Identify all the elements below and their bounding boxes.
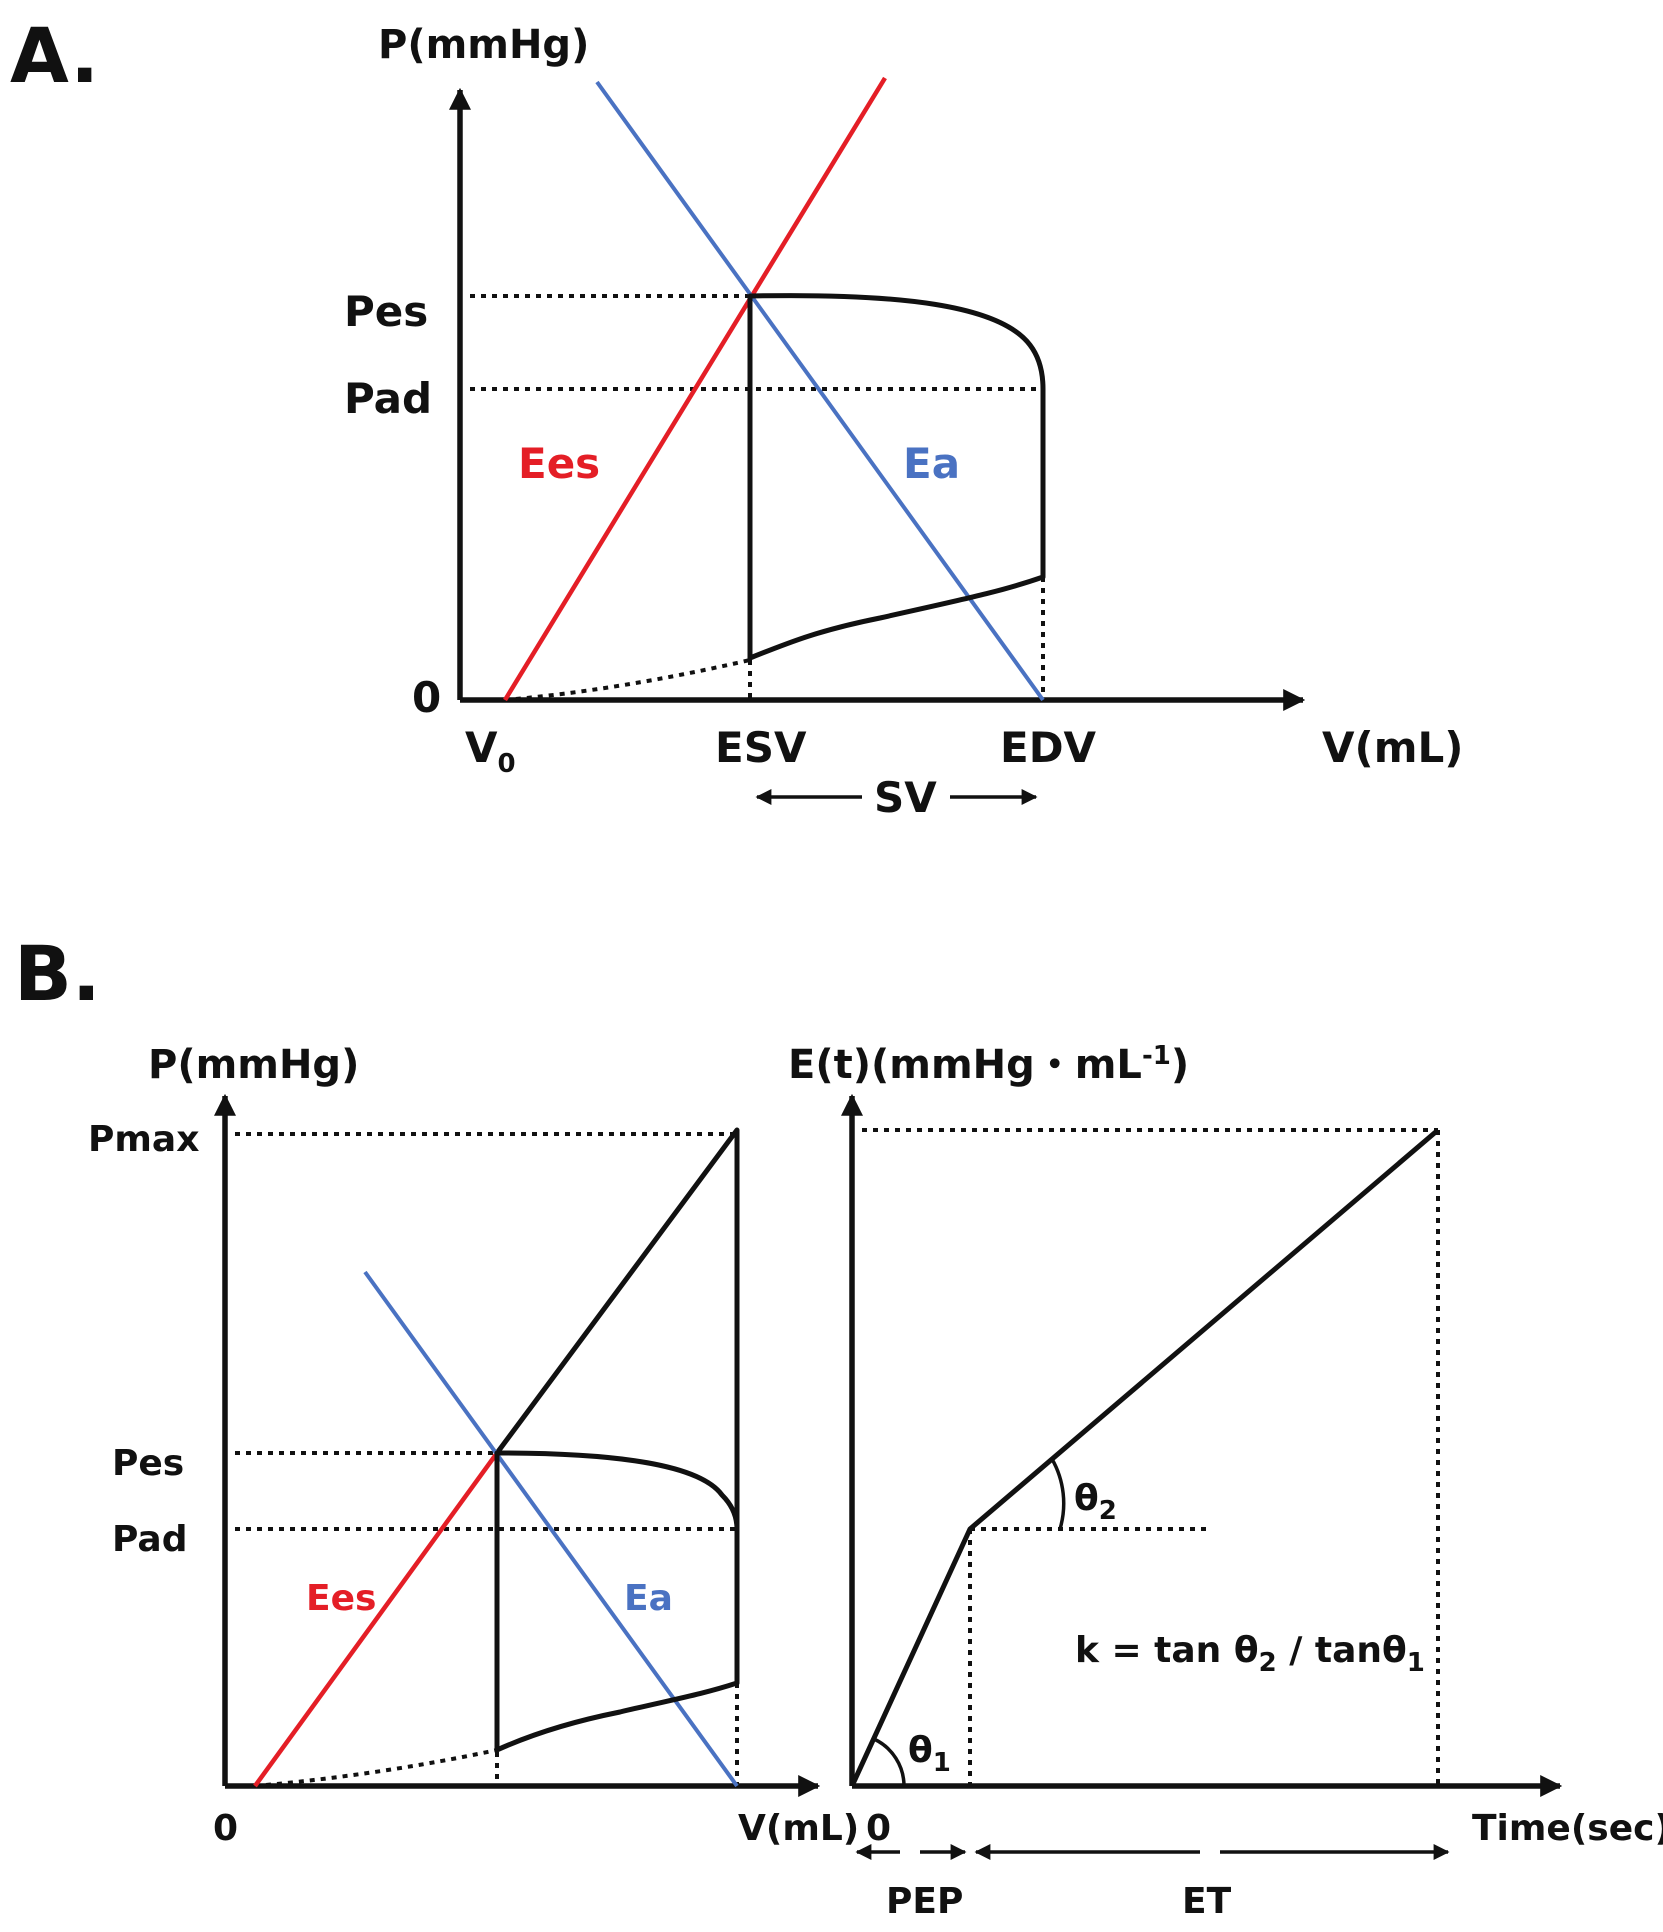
panel-a-y-axis-title: P(mmHg)	[378, 22, 589, 68]
panel-b-et-x-axis-title: Time(sec)	[1472, 1808, 1663, 1849]
panel-a-pad-label: Pad	[344, 374, 432, 423]
panel-b: B. P(mmHg) V(mL) 0 Pmax Pes	[14, 929, 1663, 1922]
panel-b-pv-plane: P(mmHg) V(mL) 0 Pmax Pes Pad Ees Ea	[88, 1042, 859, 1849]
panel-b-pes-label: Pes	[112, 1443, 184, 1484]
panel-b-pv-origin-label: 0	[213, 1808, 238, 1849]
panel-a-pv-loop	[747, 293, 1046, 661]
panel-b-pv-x-axis-title: V(mL)	[738, 1808, 859, 1849]
panel-a-pes-label: Pes	[344, 287, 428, 336]
panel-a-x-axis-title: V(mL)	[1322, 723, 1463, 772]
panel-b-pmax-triangle	[494, 1127, 740, 1529]
panel-a-label: A.	[10, 11, 99, 100]
panel-a: A. P(mmHg) V(mL) 0 Pes Pad Ees Ea V0 ESV…	[10, 11, 1463, 822]
panel-b-et-origin-label: 0	[866, 1808, 891, 1849]
panel-a-ea-label: Ea	[903, 439, 960, 488]
panel-b-elastance-curve	[849, 1128, 1440, 1788]
panel-b-pad-label: Pad	[112, 1519, 187, 1560]
theta2-label: θ2	[1074, 1478, 1117, 1526]
panel-a-edv-label: EDV	[1000, 723, 1097, 772]
et-label: ET	[1182, 1881, 1232, 1922]
panel-b-edpvr-extrapolation	[254, 1748, 498, 1788]
panel-a-sv-label: SV	[874, 773, 937, 822]
panel-b-et-y-axis-title: E(t)(mmHg・mL-1)	[788, 1041, 1189, 1088]
panel-b-label: B.	[14, 929, 101, 1018]
panel-b-ees-line	[253, 1451, 499, 1788]
pep-label: PEP	[886, 1881, 963, 1922]
theta1-label: θ1	[908, 1730, 951, 1778]
panel-a-v0-label: V0	[465, 723, 516, 779]
panel-a-ees-line	[503, 76, 887, 702]
theta2-arc	[1050, 1458, 1066, 1530]
panel-a-edpvr-extrapolation	[504, 658, 751, 702]
panel-b-ees-label: Ees	[306, 1578, 376, 1619]
panel-b-pv-y-axis-title: P(mmHg)	[148, 1042, 359, 1088]
panel-a-origin-label: 0	[412, 673, 441, 722]
panel-a-ees-label: Ees	[518, 439, 600, 488]
panel-b-pmax-label: Pmax	[88, 1119, 199, 1160]
panel-b-pv-loop	[494, 1450, 740, 1753]
k-formula: k = tan θ2 / tanθ1	[1075, 1630, 1425, 1678]
panel-b-ea-label: Ea	[624, 1578, 673, 1619]
panel-b-elastance-plot: E(t)(mmHg・mL-1) Time(sec) 0 θ1 θ2 k = ta…	[788, 1041, 1663, 1922]
panel-b-ea-line	[363, 1270, 739, 1788]
theta1-arc	[873, 1737, 906, 1787]
panel-a-esv-label: ESV	[715, 723, 807, 772]
